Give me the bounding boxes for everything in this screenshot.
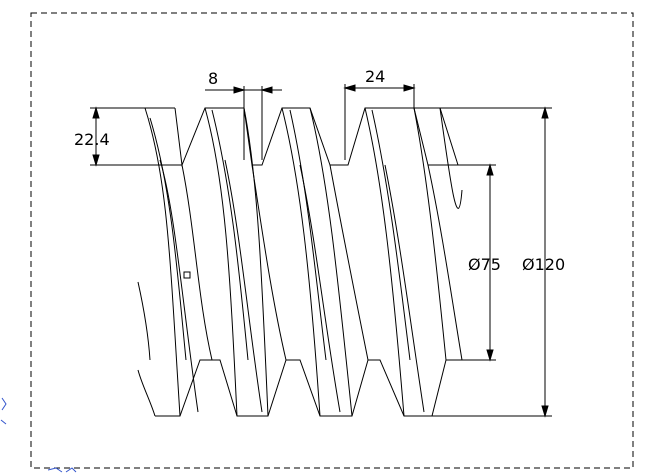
- helix-curve-6: [211, 109, 249, 361]
- helix-curve-15: [364, 107, 405, 417]
- helix-curve-14: [329, 164, 369, 361]
- helix-curve-4: [181, 164, 213, 361]
- helix-curve-20: [439, 107, 463, 209]
- dimension-pitch[interactable]: [205, 86, 282, 160]
- helix-curve-2: [149, 117, 187, 361]
- viewport-frame[interactable]: [30, 12, 634, 469]
- dimension-root-diameter[interactable]: [462, 163, 496, 362]
- pitch-label: 8: [208, 69, 218, 88]
- helix-curve-10: [281, 107, 321, 417]
- helix-curve-16: [371, 109, 411, 361]
- dimension-tooth-height[interactable]: [90, 106, 182, 167]
- helix-curve-1: [144, 107, 181, 417]
- helix-curve-17: [384, 164, 425, 413]
- helix-curve-5: [204, 107, 238, 417]
- helix-curve-22: [137, 369, 156, 417]
- helix-curve-7: [224, 159, 263, 413]
- helix-curve-13: [309, 107, 353, 417]
- helix-curve-11: [289, 109, 327, 361]
- helix-curve-21: [137, 281, 151, 361]
- ucs-icon: [0, 397, 77, 473]
- helix-curve-3: [159, 159, 199, 413]
- helix-curve-9: [251, 164, 287, 361]
- helix-curve-12: [299, 164, 341, 413]
- outer-diameter-label: Ø120: [522, 255, 565, 274]
- helix-curve-19: [427, 164, 463, 361]
- grip-marker[interactable]: [183, 271, 191, 279]
- helix-curve-8: [243, 107, 269, 417]
- dimension-outer-diameter[interactable]: [432, 106, 552, 418]
- bottom-profile-line: [155, 359, 462, 417]
- root-diameter-label: Ø75: [468, 255, 501, 274]
- lead-label: 24: [365, 67, 385, 86]
- dimension-lead[interactable]: [343, 84, 416, 160]
- tooth-height-label: 22.4: [74, 130, 110, 149]
- helix-curve-18: [413, 107, 447, 361]
